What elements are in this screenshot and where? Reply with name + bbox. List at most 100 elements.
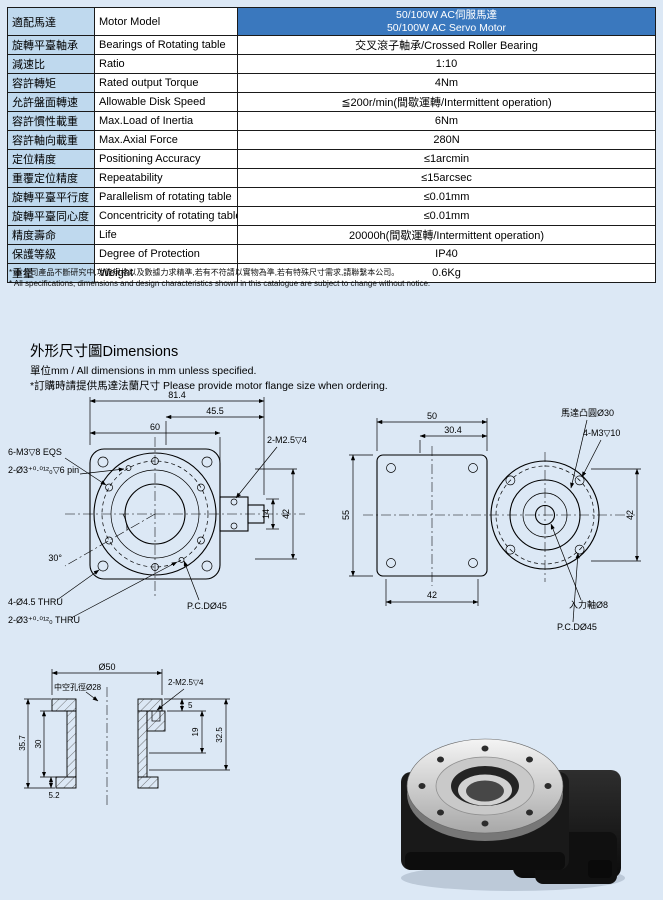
dim-42: 42: [281, 509, 291, 519]
footnote-en: * All specifications, dimensions and des…: [9, 279, 431, 289]
spec-cell-en: Weight: [94, 263, 238, 284]
dim-30: 30: [34, 739, 43, 748]
spec-cell-val: 280N: [237, 130, 656, 151]
spec-cell-zh: 精度壽命: [7, 225, 95, 246]
spec-cell-zh: 旋轉平臺同心度: [7, 206, 95, 227]
spec-cell-en: Motor Model: [94, 6, 238, 37]
footnote-zh: * 本公司產品不斷研究中,功能規格以及數據力求精準,若有不符請以實物為準,若有特…: [9, 268, 400, 277]
dim-42-right: 42: [625, 510, 635, 520]
label-pcd45-front: P.C.DØ45: [187, 601, 227, 611]
spec-cell-val: 4Nm: [237, 73, 656, 94]
label-input-shaft: 入力軸Ø8: [569, 599, 608, 610]
spec-cell-zh: 重覆定位精度: [7, 168, 95, 189]
product-flange: [406, 738, 564, 841]
label-motor-boss: 馬達凸圓Ø30: [561, 407, 614, 418]
spec-cell-val: IP40: [237, 244, 656, 265]
label-4m3: 4-M3▽10: [583, 428, 620, 438]
side-view-drawing: 50 30.4 55 42 42 馬達凸圓Ø30 4-M3▽10 入力軸Ø8 P…: [341, 407, 641, 632]
spec-cell-zh: 旋轉平臺軸承: [7, 35, 95, 56]
dim-30-4: 30.4: [444, 425, 462, 435]
label-2m25-section: 2-M2.5▽4: [168, 678, 204, 687]
spec-cell-zh: 保護等級: [7, 244, 95, 265]
label-4-45-thru: 4-Ø4.5 THRU: [8, 597, 63, 607]
spec-cell-val: ≦200r/min(間歇運轉/Intermittent operation): [237, 92, 656, 113]
section-view-drawing: Ø50 中空孔徑Ø28 2-M2.5▽4 5 19 32.5 35.7 30 5…: [18, 662, 230, 805]
angle-30-label: 30°: [48, 553, 62, 563]
spec-cell-en: Bearings of Rotating table: [94, 35, 238, 56]
spec-cell-en: Repeatability: [94, 168, 238, 189]
spec-cell-val: 50/100W AC伺服馬達 50/100W AC Servo Motor: [237, 6, 656, 37]
spec-cell-val: 0.6Kg: [237, 263, 656, 284]
front-view-dimensions: 81.4 45.5 60 42 14 30° 6-M3▽8 EQS 2-Ø3⁺⁰…: [8, 390, 307, 625]
dim-5-2: 5.2: [48, 791, 60, 800]
spec-cell-en: Degree of Protection: [94, 244, 238, 265]
dimensions-heading: 外形尺寸圖Dimensions 單位mm / All dimensions in…: [30, 340, 388, 393]
spec-cell-val: ≤15arcsec: [237, 168, 656, 189]
dim-42-bottom: 42: [427, 590, 437, 600]
label-pin-thru: 2-Ø3⁺⁰·⁰¹²₀ THRU: [8, 615, 80, 625]
front-view-drawing: 81.4 45.5 60 42 14 30° 6-M3▽8 EQS 2-Ø3⁺⁰…: [8, 390, 307, 625]
spec-cell-en: Life: [94, 225, 238, 246]
label-pcd45-side: P.C.DØ45: [557, 622, 597, 632]
spec-cell-zh: 允許盤面轉速: [7, 92, 95, 113]
spec-cell-zh: 定位精度: [7, 149, 95, 170]
dimensions-title: 外形尺寸圖Dimensions: [30, 344, 179, 360]
dimensions-order-note: *訂購時請提供馬達法蘭尺寸 Please provide motor flang…: [30, 379, 388, 392]
spec-cell-en: Positioning Accuracy: [94, 149, 238, 170]
spec-cell-en: Allowable Disk Speed: [94, 92, 238, 113]
spec-cell-zh: 旋轉平臺平行度: [7, 187, 95, 208]
dim-19: 19: [191, 727, 200, 736]
spec-cell-en: Ratio: [94, 54, 238, 75]
spec-cell-zh: 減速比: [7, 54, 95, 75]
section-view-geometry: [51, 687, 166, 805]
section-view-dimensions: Ø50 中空孔徑Ø28 2-M2.5▽4 5 19 32.5 35.7 30 5…: [18, 662, 230, 800]
front-view-geometry: [64, 437, 305, 599]
spec-cell-en: Max.Axial Force: [94, 130, 238, 151]
dim-81-4: 81.4: [168, 390, 186, 400]
spec-cell-en: Parallelism of rotating table: [94, 187, 238, 208]
spec-cell-zh: 適配馬達: [7, 6, 95, 37]
spec-cell-val: 1:10: [237, 54, 656, 75]
spec-cell-val: 6Nm: [237, 111, 656, 132]
spec-cell-val: 20000h(間歇運轉/Intermittent operation): [237, 225, 656, 246]
side-view-geometry: [363, 446, 635, 586]
dim-14: 14: [261, 509, 271, 519]
product-photo: [401, 738, 625, 891]
spec-cell-en: Max.Load of Inertia: [94, 111, 238, 132]
dimensions-subtitle: 單位mm / All dimensions in mm unless speci…: [30, 365, 257, 377]
label-2m25: 2-M2.5▽4: [267, 435, 307, 445]
spec-cell-val: 交叉滾子軸承/Crossed Roller Bearing: [237, 35, 656, 56]
spec-cell-zh: 重量: [7, 263, 95, 284]
side-view-dimensions: 50 30.4 55 42 42 馬達凸圓Ø30 4-M3▽10 入力軸Ø8 P…: [341, 407, 641, 632]
dim-60: 60: [150, 422, 160, 432]
dim-d50: Ø50: [98, 662, 115, 672]
spec-cell-zh: 容許軸向載重: [7, 130, 95, 151]
label-6m3: 6-M3▽8 EQS: [8, 447, 62, 457]
label-pin: 2-Ø3⁺⁰·⁰¹²₀▽6 pin: [8, 465, 79, 475]
spec-cell-en: Rated output Torque: [94, 73, 238, 94]
dim-45-5: 45.5: [206, 406, 224, 416]
dim-50: 50: [427, 411, 437, 421]
spec-cell-val: ≤1arcmin: [237, 149, 656, 170]
spec-cell-zh: 容許慣性載重: [7, 111, 95, 132]
footnotes: * 本公司產品不斷研究中,功能規格以及數據力求精準,若有不符請以實物為準,若有特…: [9, 267, 430, 289]
dim-5: 5: [188, 701, 193, 710]
dim-35-7: 35.7: [18, 735, 27, 751]
spec-cell-en: Concentricity of rotating table: [94, 206, 238, 227]
label-hollow-bore: 中空孔徑Ø28: [54, 682, 102, 692]
